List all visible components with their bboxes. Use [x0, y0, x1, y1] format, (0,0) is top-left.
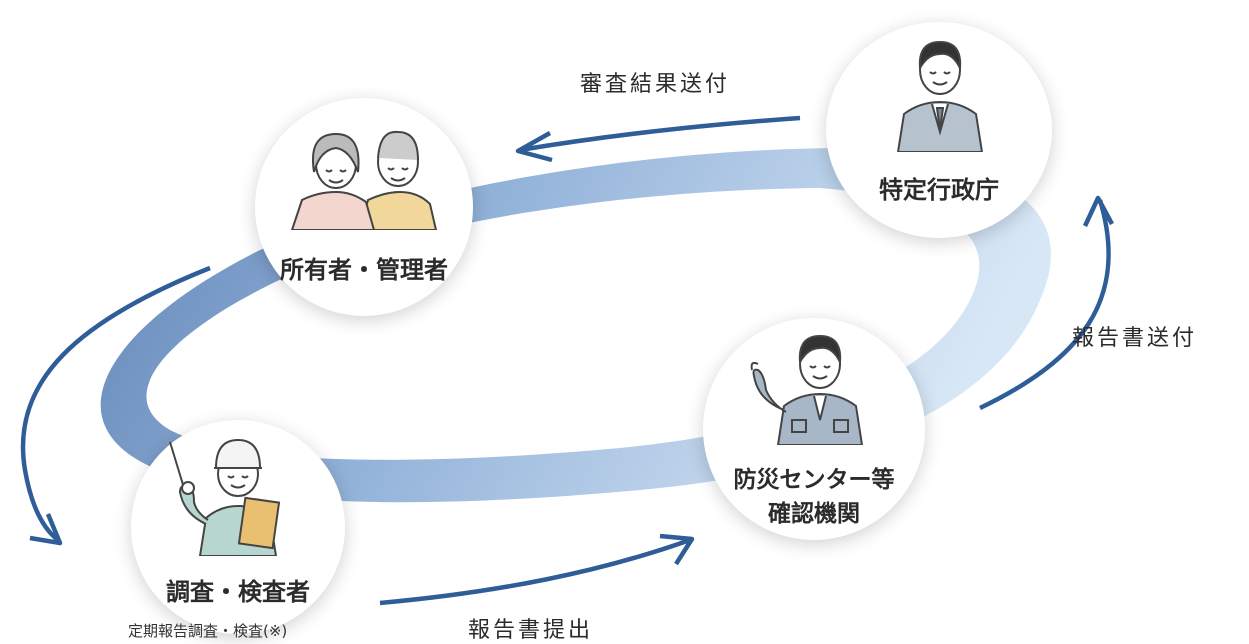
owner-label: 所有者・管理者: [280, 256, 448, 284]
flow-label-report-send: 報告書送付: [1072, 326, 1198, 351]
arrow-report-send-head: [1082, 195, 1114, 227]
inspector-sub-label: 定期報告調査・検査(※): [128, 622, 288, 640]
flow-label-report-submit: 報告書提出: [468, 618, 594, 643]
gov-label: 特定行政庁: [879, 176, 999, 204]
inspector-label: 調査・検査者: [166, 578, 310, 606]
worker-pointing-icon: [750, 334, 864, 445]
flow-label-review-result: 審査結果送付: [580, 72, 731, 97]
center-label-line2: 確認機関: [768, 501, 860, 527]
arrow-report-submit-head: [659, 533, 695, 566]
arrow-report-send: [979, 199, 1111, 411]
arrow-report-submit: [379, 537, 691, 606]
arrow-owner-to-inspector: [20, 265, 211, 542]
arrow-review-result-head: [515, 131, 553, 163]
official-suit-icon: [896, 40, 984, 152]
center-label-line1: 防災センター等: [733, 467, 895, 493]
elderly-couple-icon: [290, 130, 438, 230]
arrow-owner-to-inspector-head: [29, 513, 63, 546]
arrow-review-result: [519, 115, 801, 153]
inspector-helmet-icon: [169, 438, 281, 556]
